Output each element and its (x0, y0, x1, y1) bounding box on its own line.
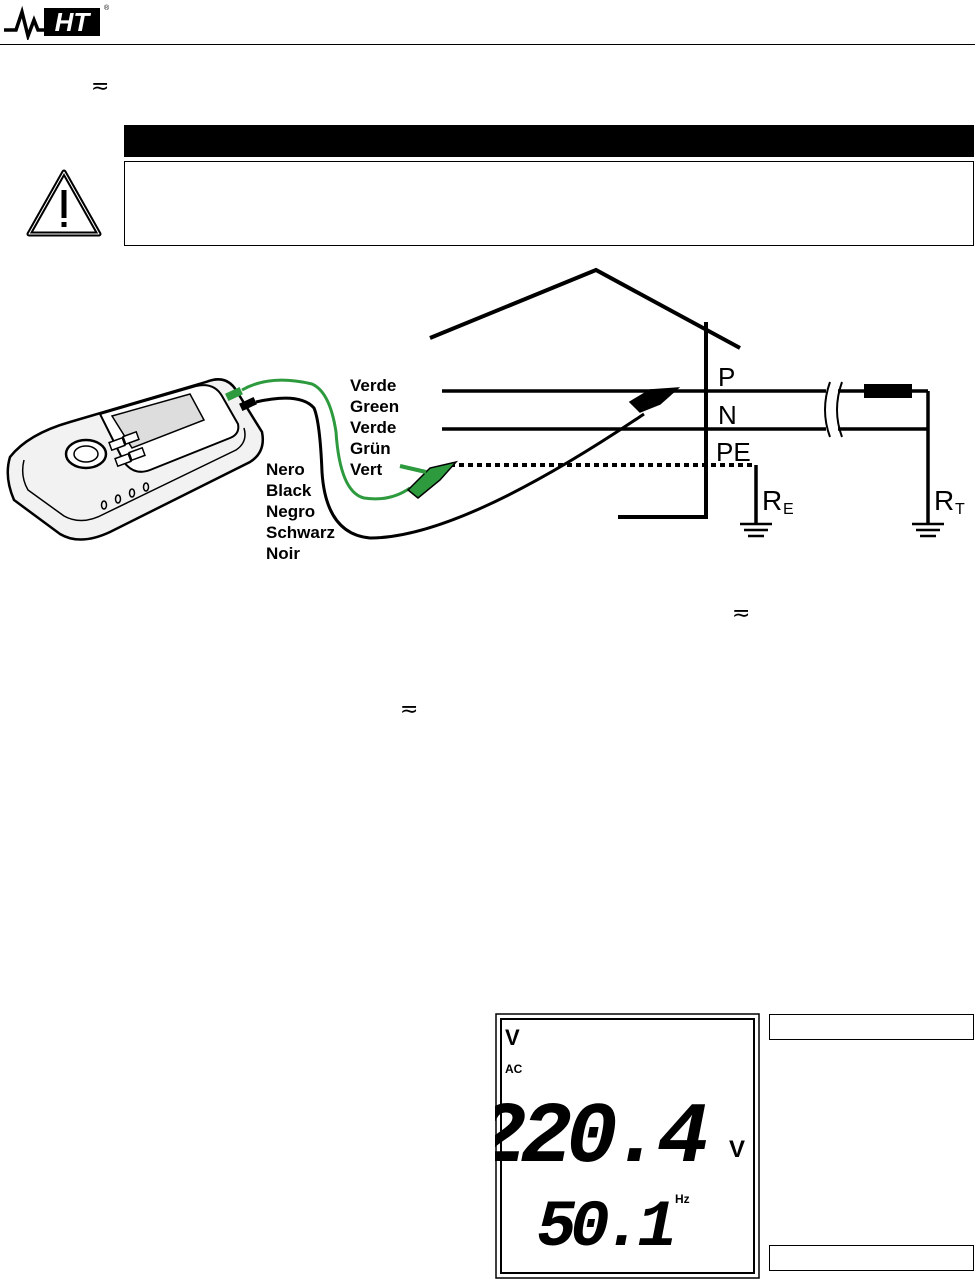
header-rule (0, 44, 975, 45)
lcd-secondary-value: 50.1 (537, 1190, 673, 1265)
green-lead (241, 378, 411, 501)
green-lead-label: Grün (350, 439, 391, 458)
warning-triangle-icon (26, 169, 102, 237)
black-lead-label: Noir (266, 544, 300, 563)
neutral-label: N (718, 400, 737, 430)
black-lead-label: Black (266, 481, 312, 500)
black-lead (255, 396, 645, 540)
black-lead-label: Schwarz (266, 523, 335, 542)
green-lead-label: Green (350, 397, 399, 416)
re-label-main: R (762, 485, 782, 516)
lcd-mode-label: V (505, 1025, 520, 1050)
lcd-display: V AC 220.4 V 50.1 Hz (495, 1013, 760, 1279)
black-crocodile-clip (628, 387, 681, 413)
ac-dc-symbol: ≂ (400, 697, 419, 722)
warning-box (124, 161, 974, 246)
house-roof (429, 267, 741, 350)
lcd-secondary-unit: Hz (675, 1192, 690, 1206)
caption-box-top (769, 1014, 974, 1040)
black-lead-label: Nero (266, 460, 305, 479)
logo-registered-mark: ® (104, 4, 110, 12)
ground-icon (912, 522, 944, 538)
lcd-main-unit: V (729, 1136, 745, 1163)
tester-instrument (6, 378, 264, 541)
lcd-ac-label: AC (505, 1062, 523, 1076)
logo-text: HT (55, 7, 92, 37)
green-crocodile-clip (406, 460, 459, 499)
green-lead-label: Vert (350, 460, 382, 479)
phase-label: P (718, 362, 735, 392)
pe-label: PE (716, 437, 751, 467)
green-lead-label: Verde (350, 418, 396, 437)
load-resistor (864, 384, 912, 398)
re-label-sub: E (783, 501, 794, 518)
green-lead-label: Verde (350, 376, 396, 395)
lcd-main-value: 220.4 (495, 1089, 706, 1187)
ht-logo: HT ® (4, 4, 110, 40)
line-break-mark (824, 381, 843, 438)
black-lead-label: Negro (266, 502, 315, 521)
ac-dc-symbol: ≂ (732, 601, 751, 626)
caption-box-bottom (769, 1245, 974, 1271)
rt-label-sub: T (955, 501, 965, 518)
rt-label-main: R (934, 485, 954, 516)
house-wall (618, 322, 708, 519)
ground-icon (740, 522, 772, 538)
warning-header-bar (124, 125, 974, 157)
ac-dc-symbol: ≂ (91, 74, 110, 99)
connection-diagram: P N PE R E R T Verde Green Verde Grün Ve… (6, 267, 965, 563)
